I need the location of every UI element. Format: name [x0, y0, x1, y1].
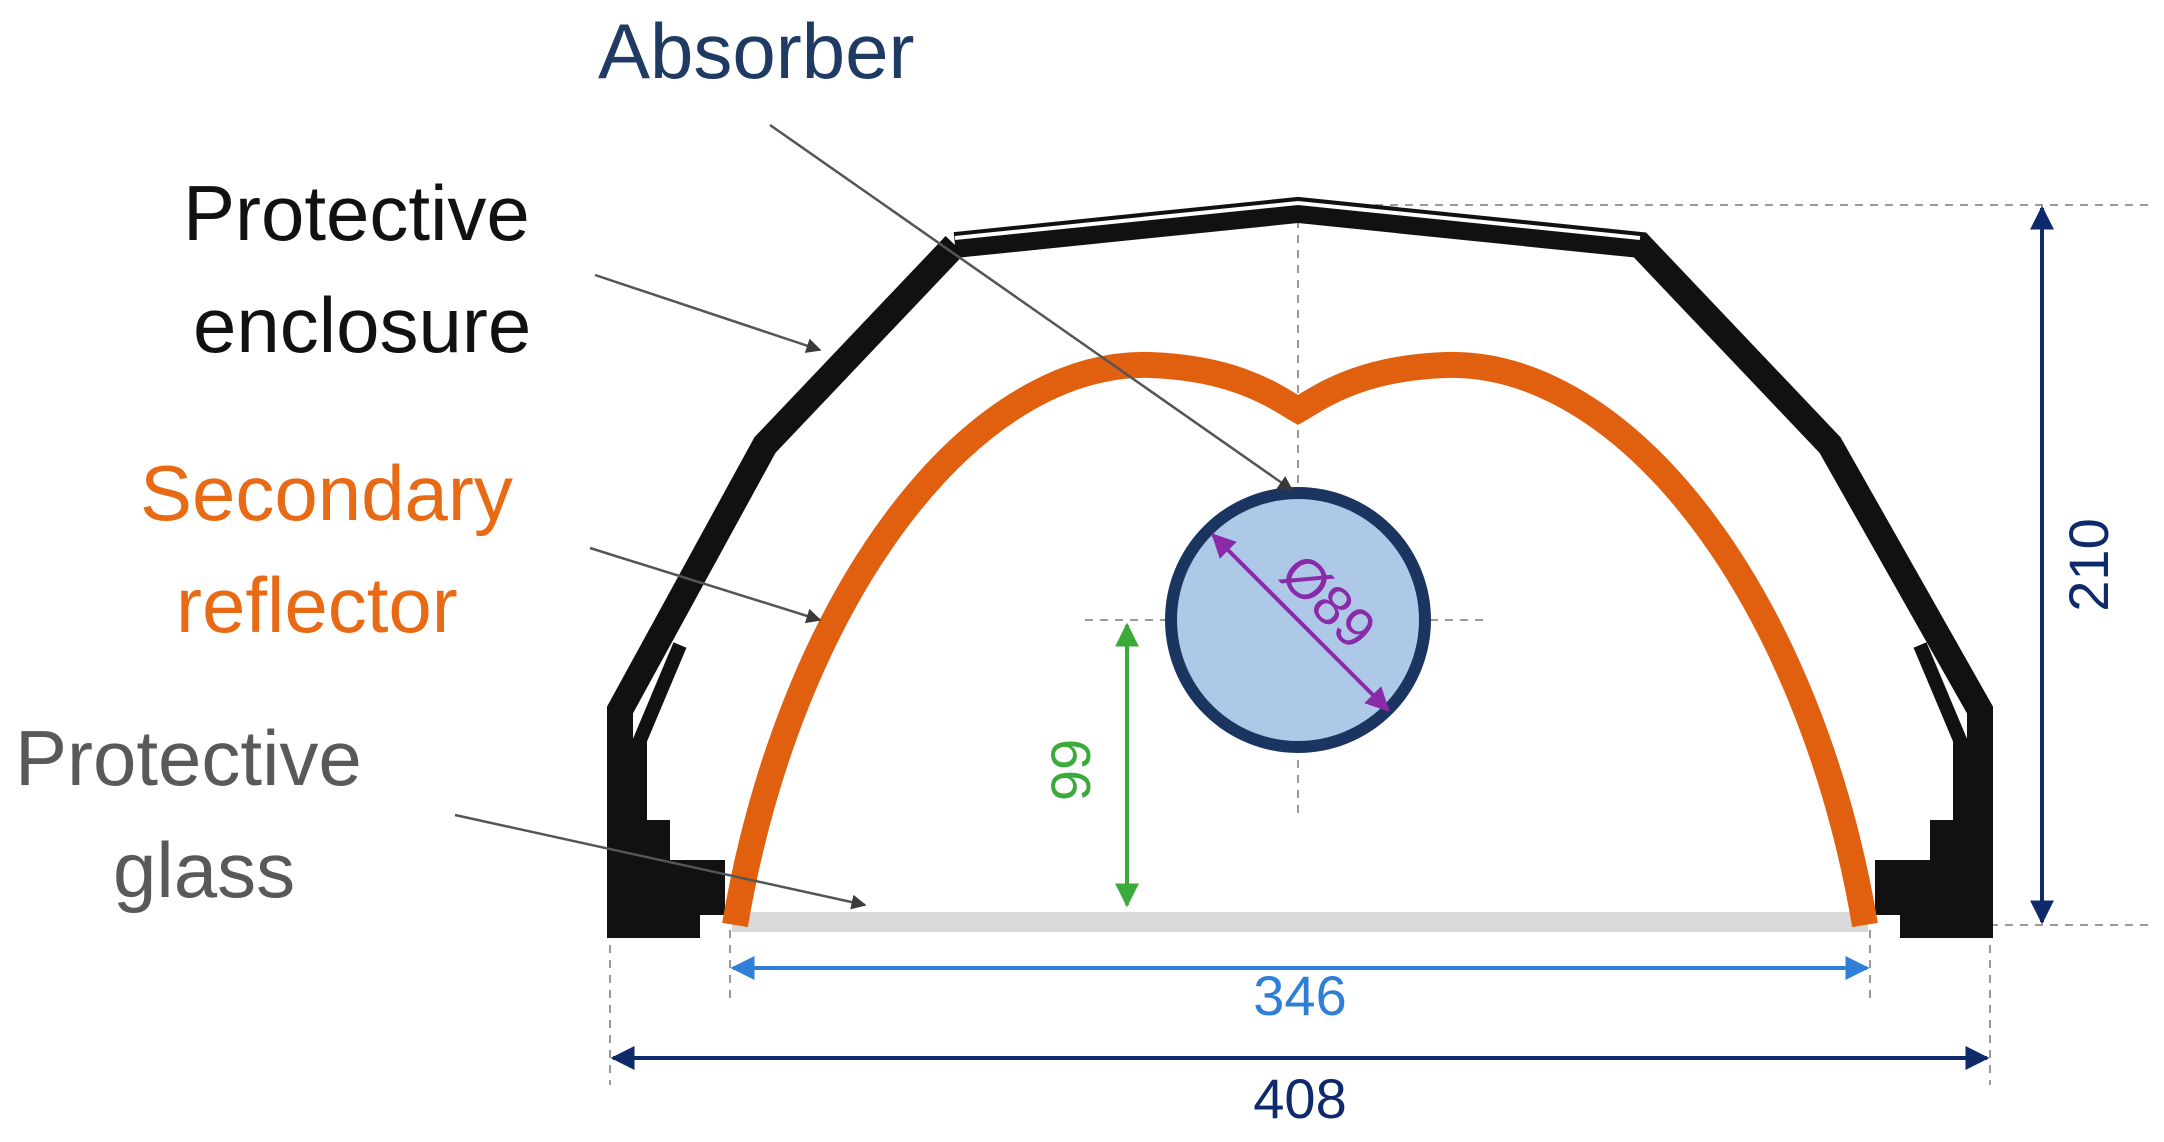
- aperture-width-value: 346: [1253, 964, 1346, 1027]
- enclosure-label-line1: Protective: [183, 169, 530, 257]
- total-width-value: 408: [1253, 1067, 1346, 1130]
- reflector-label-line2: reflector: [176, 561, 458, 649]
- leader-lines: [454, 123, 1294, 910]
- reflector-label-line1: Secondary: [140, 449, 513, 537]
- enclosure-label-line2: enclosure: [193, 281, 531, 369]
- total-height-value: 210: [2057, 518, 2120, 611]
- protective-enclosure: [607, 196, 1993, 938]
- secondary-reflector: [722, 351, 1878, 928]
- glass-label-line1: Protective: [15, 714, 362, 802]
- glass-label-line2: glass: [113, 826, 295, 914]
- protective-glass: [732, 912, 1868, 932]
- absorber-label: Absorber: [598, 7, 915, 95]
- focal-height-value: 99: [1039, 739, 1102, 801]
- diameter-dimension-line: [1211, 533, 1390, 712]
